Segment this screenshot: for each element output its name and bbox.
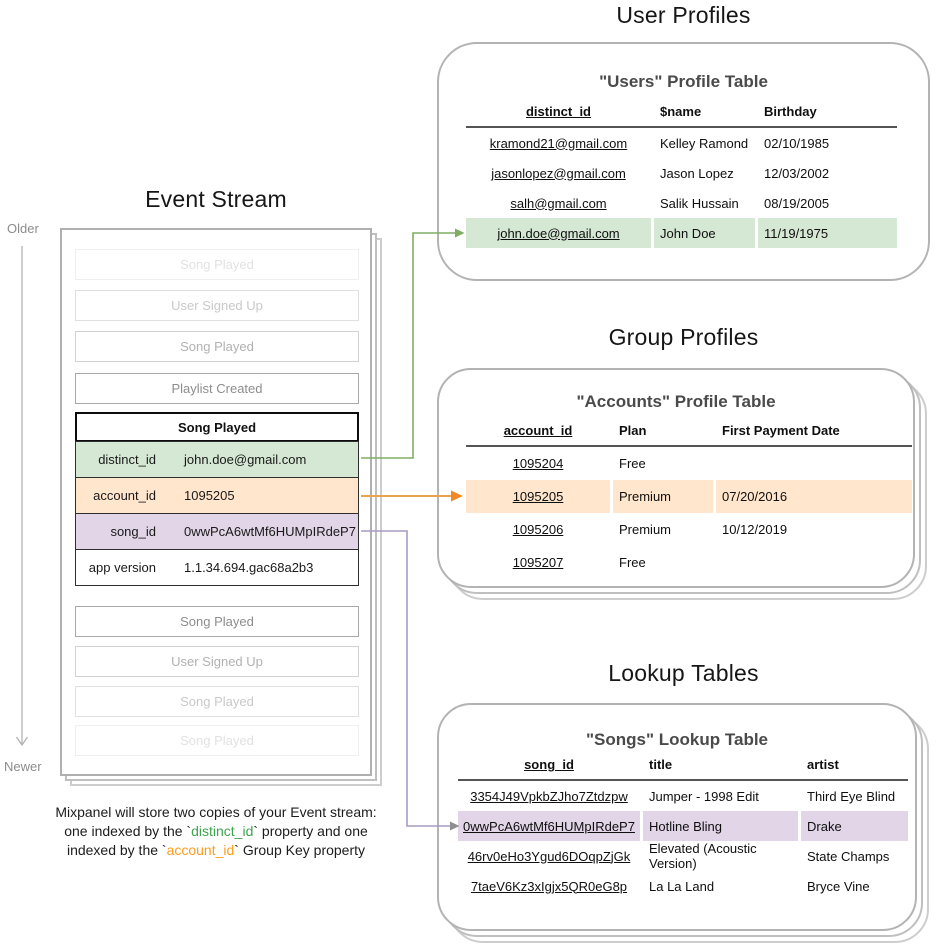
event-item: User Signed Up (75, 646, 359, 677)
accounts-card-title: "Accounts" Profile Table (576, 392, 776, 411)
table-row: 1095204 Free (512, 456, 646, 471)
table-row: salh@gmail.com Salik Hussain 08/19/2005 (510, 195, 830, 211)
newer-label: Newer (4, 759, 42, 774)
table-row: 3354J49VpkbZJho7Ztdzpw Jumper - 1998 Edi… (470, 788, 896, 804)
expanded-event-card: Song Played distinct_id john.doe@gmail.c… (75, 412, 359, 586)
accounts-table-header: account_id Plan First Payment Date (466, 423, 912, 447)
column-header-first-payment-date: First Payment Date (722, 423, 840, 438)
caption-line-2: one indexed by the `distinct_id` propert… (64, 823, 368, 839)
songs-table-header: song_id title artist (458, 757, 908, 781)
property-value: 1095205 (184, 488, 235, 503)
property-value: 1.1.34.694.gac68a2b3 (184, 560, 314, 575)
column-header-account-id: account_id (503, 423, 573, 438)
property-key: app version (88, 560, 156, 575)
column-header-song-id: song_id (524, 757, 574, 772)
column-header-birthday: Birthday (764, 104, 817, 119)
property-key: distinct_id (98, 452, 156, 467)
table-row-highlighted: 1095205 Premium 07/20/2016 (466, 480, 912, 513)
table-row: kramond21@gmail.com Kelley Ramond 02/10/… (489, 135, 830, 151)
caption-account-id-keyword: account_id (166, 842, 235, 858)
property-row-account-id: account_id 1095205 (75, 477, 359, 514)
caption-distinct-id-keyword: distinct_id (191, 823, 254, 839)
users-card-title: "Users" Profile Table (599, 72, 768, 91)
table-row: 7taeV6Kz3xIgjx5QR0eG8p La La Land Bryce … (470, 878, 870, 894)
caption-line-1: Mixpanel will store two copies of your E… (55, 804, 377, 820)
event-stream-container: Song Played User Signed Up Song Played P… (60, 228, 372, 776)
property-key: account_id (93, 488, 156, 503)
event-item: Song Played (75, 725, 359, 756)
user-profiles-title: User Profiles (616, 2, 751, 28)
column-header-plan: Plan (619, 423, 647, 438)
timeline-arrow-icon (15, 736, 29, 747)
accounts-profile-card: "Accounts" Profile Table account_id Plan… (437, 368, 915, 588)
table-row-highlighted: 0wwPcA6wtMf6HUMpIRdeP7 Hotline Bling Dra… (458, 811, 908, 841)
property-value: john.doe@gmail.com (184, 452, 307, 467)
group-profiles-title: Group Profiles (608, 324, 759, 350)
songs-card-title: "Songs" Lookup Table (585, 730, 769, 749)
property-key: song_id (110, 524, 156, 539)
table-row-highlighted: john.doe@gmail.com John Doe 11/19/1975 (466, 218, 897, 248)
songs-table: song_id title artist 3354J49VpkbZJho7Ztd… (458, 757, 908, 901)
property-row-app-version: app version 1.1.34.694.gac68a2b3 (75, 549, 359, 586)
column-header-distinct-id: distinct_id (525, 104, 591, 119)
users-table: distinct_id $name Birthday kramond21@gma… (466, 104, 897, 248)
table-row: 1095207 Free (512, 555, 646, 570)
users-table-header: distinct_id $name Birthday (466, 104, 897, 128)
caption: Mixpanel will store two copies of your E… (36, 803, 396, 860)
event-item: Song Played (75, 606, 359, 637)
caption-line-3: indexed by the `account_id` Group Key pr… (66, 842, 366, 858)
event-item: Playlist Created (75, 373, 359, 404)
older-label: Older (7, 221, 39, 236)
column-header-name: $name (660, 104, 702, 119)
property-row-song-id: song_id 0wwPcA6wtMf6HUMpIRdeP7 (75, 513, 359, 550)
songs-lookup-card: "Songs" Lookup Table song_id title artis… (437, 703, 917, 931)
property-row-distinct-id: distinct_id john.doe@gmail.com (75, 441, 359, 478)
table-row: 46rv0eHo3Ygud6DOqpZjGk Elevated (Acousti… (467, 841, 890, 871)
accounts-table: account_id Plan First Payment Date 10952… (466, 423, 912, 579)
table-row: 1095206 Premium 10/12/2019 (512, 522, 788, 537)
event-stream-title: Event Stream (145, 186, 287, 212)
column-header-title: title (649, 757, 673, 772)
event-item: User Signed Up (75, 290, 359, 321)
users-profile-card: "Users" Profile Table distinct_id $name … (437, 42, 930, 281)
property-value: 0wwPcA6wtMf6HUMpIRdeP7 (184, 524, 356, 539)
event-item: Song Played (75, 686, 359, 717)
lookup-tables-title: Lookup Tables (608, 660, 759, 686)
event-item: Song Played (75, 249, 359, 280)
expanded-event-title: Song Played (75, 412, 359, 442)
event-item: Song Played (75, 331, 359, 362)
table-row: jasonlopez@gmail.com Jason Lopez 12/03/2… (491, 165, 830, 181)
column-header-artist: artist (807, 757, 839, 772)
